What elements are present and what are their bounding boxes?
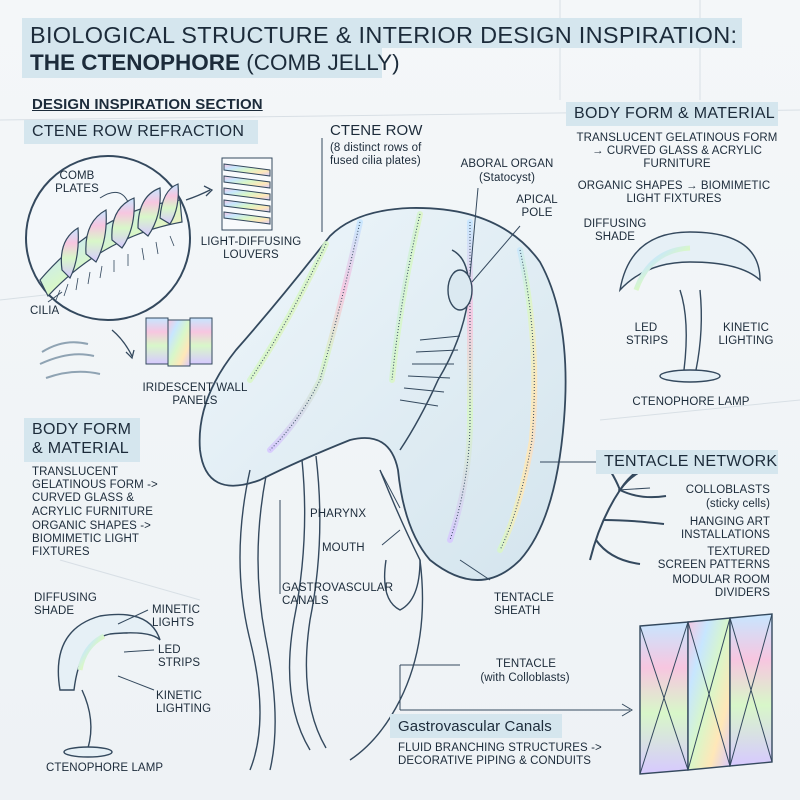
apical-pole-label: APICAL POLE — [516, 194, 558, 220]
title-subject-common: (COMB JELLY) — [246, 50, 400, 75]
right-lamp-diffusing-label: DIFFUSING SHADE — [583, 218, 647, 244]
title-background — [22, 18, 742, 48]
ctenophore-body — [198, 207, 567, 771]
room-dividers-illustration — [639, 613, 773, 775]
body-form-text-2-left: ORGANIC SHAPES -> BIOMIMETIC LIGHT FIXTU… — [32, 520, 151, 559]
ctene-row-label: CTENE ROW — [330, 122, 423, 139]
tentacle-label: TENTACLE — [495, 658, 556, 670]
left-lamp-led-label: LED STRIPS — [158, 644, 201, 670]
title-background-2 — [22, 48, 382, 78]
left-lamp-leaders — [117, 609, 155, 691]
body-form-text-1-left: TRANSLUCENT GELATINOUS FORM -> CURVED GL… — [32, 466, 158, 518]
title-subject: THE CTENOPHORE — [30, 50, 241, 75]
tentacle-network-leaders — [617, 487, 651, 491]
panels-label: IRIDESCENT WALL PANELS — [142, 382, 248, 408]
left-lamp-illustration — [57, 613, 161, 758]
canals-heading: Gastrovascular Canals — [398, 718, 552, 735]
right-lamp-illustration — [618, 231, 761, 383]
hanging-art-label: HANGING ART INSTALLATIONS — [680, 516, 770, 542]
left-lamp-minetic-label: MINETIC LIGHTS — [152, 604, 200, 630]
cilia-label: CILIA — [30, 305, 60, 317]
canals-heading-bg — [390, 714, 562, 738]
wall-panels-illustration — [39, 317, 213, 379]
colloblasts-sublabel: (sticky cells) — [705, 498, 770, 510]
louvers-label: LIGHT-DIFFUSING LOUVERS — [200, 236, 302, 262]
title-line-2: THE CTENOPHORE (COMB JELLY) — [30, 50, 400, 76]
section-heading: DESIGN INSPIRATION SECTION — [32, 96, 263, 113]
tentacle-sheath-label: TENTACLE SHEATH — [494, 592, 555, 618]
ctene-refraction-heading: CTENE ROW REFRACTION — [32, 123, 245, 140]
title-line-1: BIOLOGICAL STRUCTURE & INTERIOR DESIGN I… — [30, 22, 738, 48]
tentacle-network-heading-bg — [596, 450, 778, 474]
right-lamp-caption: CTENOPHORE LAMP — [632, 396, 750, 408]
body-form-text-2-right: ORGANIC SHAPES → BIOMIMETIC LIGHT FIXTUR… — [577, 180, 771, 206]
right-lamp-kinetic-label: KINETIC LIGHTING — [718, 322, 774, 348]
pharynx-label: PHARYNX — [310, 508, 367, 520]
left-lamp-diffusing-label: DIFFUSING SHADE — [34, 592, 97, 618]
comb-plates-magnifier — [25, 155, 191, 321]
screen-patterns-label: TEXTURED SCREEN PATTERNS — [657, 546, 770, 572]
tentacle-sublabel: (with Colloblasts) — [480, 672, 570, 684]
comb-plates-label: COMB PLATES — [55, 170, 99, 196]
aboral-organ-sublabel: (Statocyst) — [478, 172, 536, 184]
left-lamp-caption: CTENOPHORE LAMP — [46, 762, 164, 774]
room-dividers-label: MODULAR ROOM DIVIDERS — [672, 574, 770, 600]
body-form-heading-bg-right — [566, 102, 778, 126]
canals-text: FLUID BRANCHING STRUCTURES -> DECORATIVE… — [398, 742, 602, 768]
left-lamp-kinetic-label: KINETIC LIGHTING — [156, 690, 212, 716]
ctene-refraction-heading-bg — [24, 120, 258, 144]
body-form-heading-bg-left — [24, 418, 140, 462]
right-lamp-led-label: LED STRIPS — [626, 322, 669, 348]
body-form-text-1-right: TRANSLUCENT GELATINOUS FORM → CURVED GLA… — [576, 132, 778, 171]
center-leader-lines — [279, 138, 633, 717]
gastrovascular-label: GASTROVASCULAR CANALS — [282, 582, 394, 608]
body-form-heading-left: BODY FORM & MATERIAL — [32, 421, 132, 458]
louvers-illustration — [221, 157, 273, 231]
body-form-heading-right: BODY FORM & MATERIAL — [574, 105, 775, 122]
aboral-organ-label: ABORAL ORGAN — [460, 158, 554, 170]
mouth-label: MOUTH — [322, 542, 365, 554]
ctene-row-sublabel: (8 distinct rows of fused cilia plates) — [330, 142, 422, 168]
colloblasts-label: COLLOBLASTS — [685, 484, 770, 496]
louver-arrow — [111, 185, 214, 360]
tentacle-network-heading: TENTACLE NETWORK — [604, 453, 778, 470]
